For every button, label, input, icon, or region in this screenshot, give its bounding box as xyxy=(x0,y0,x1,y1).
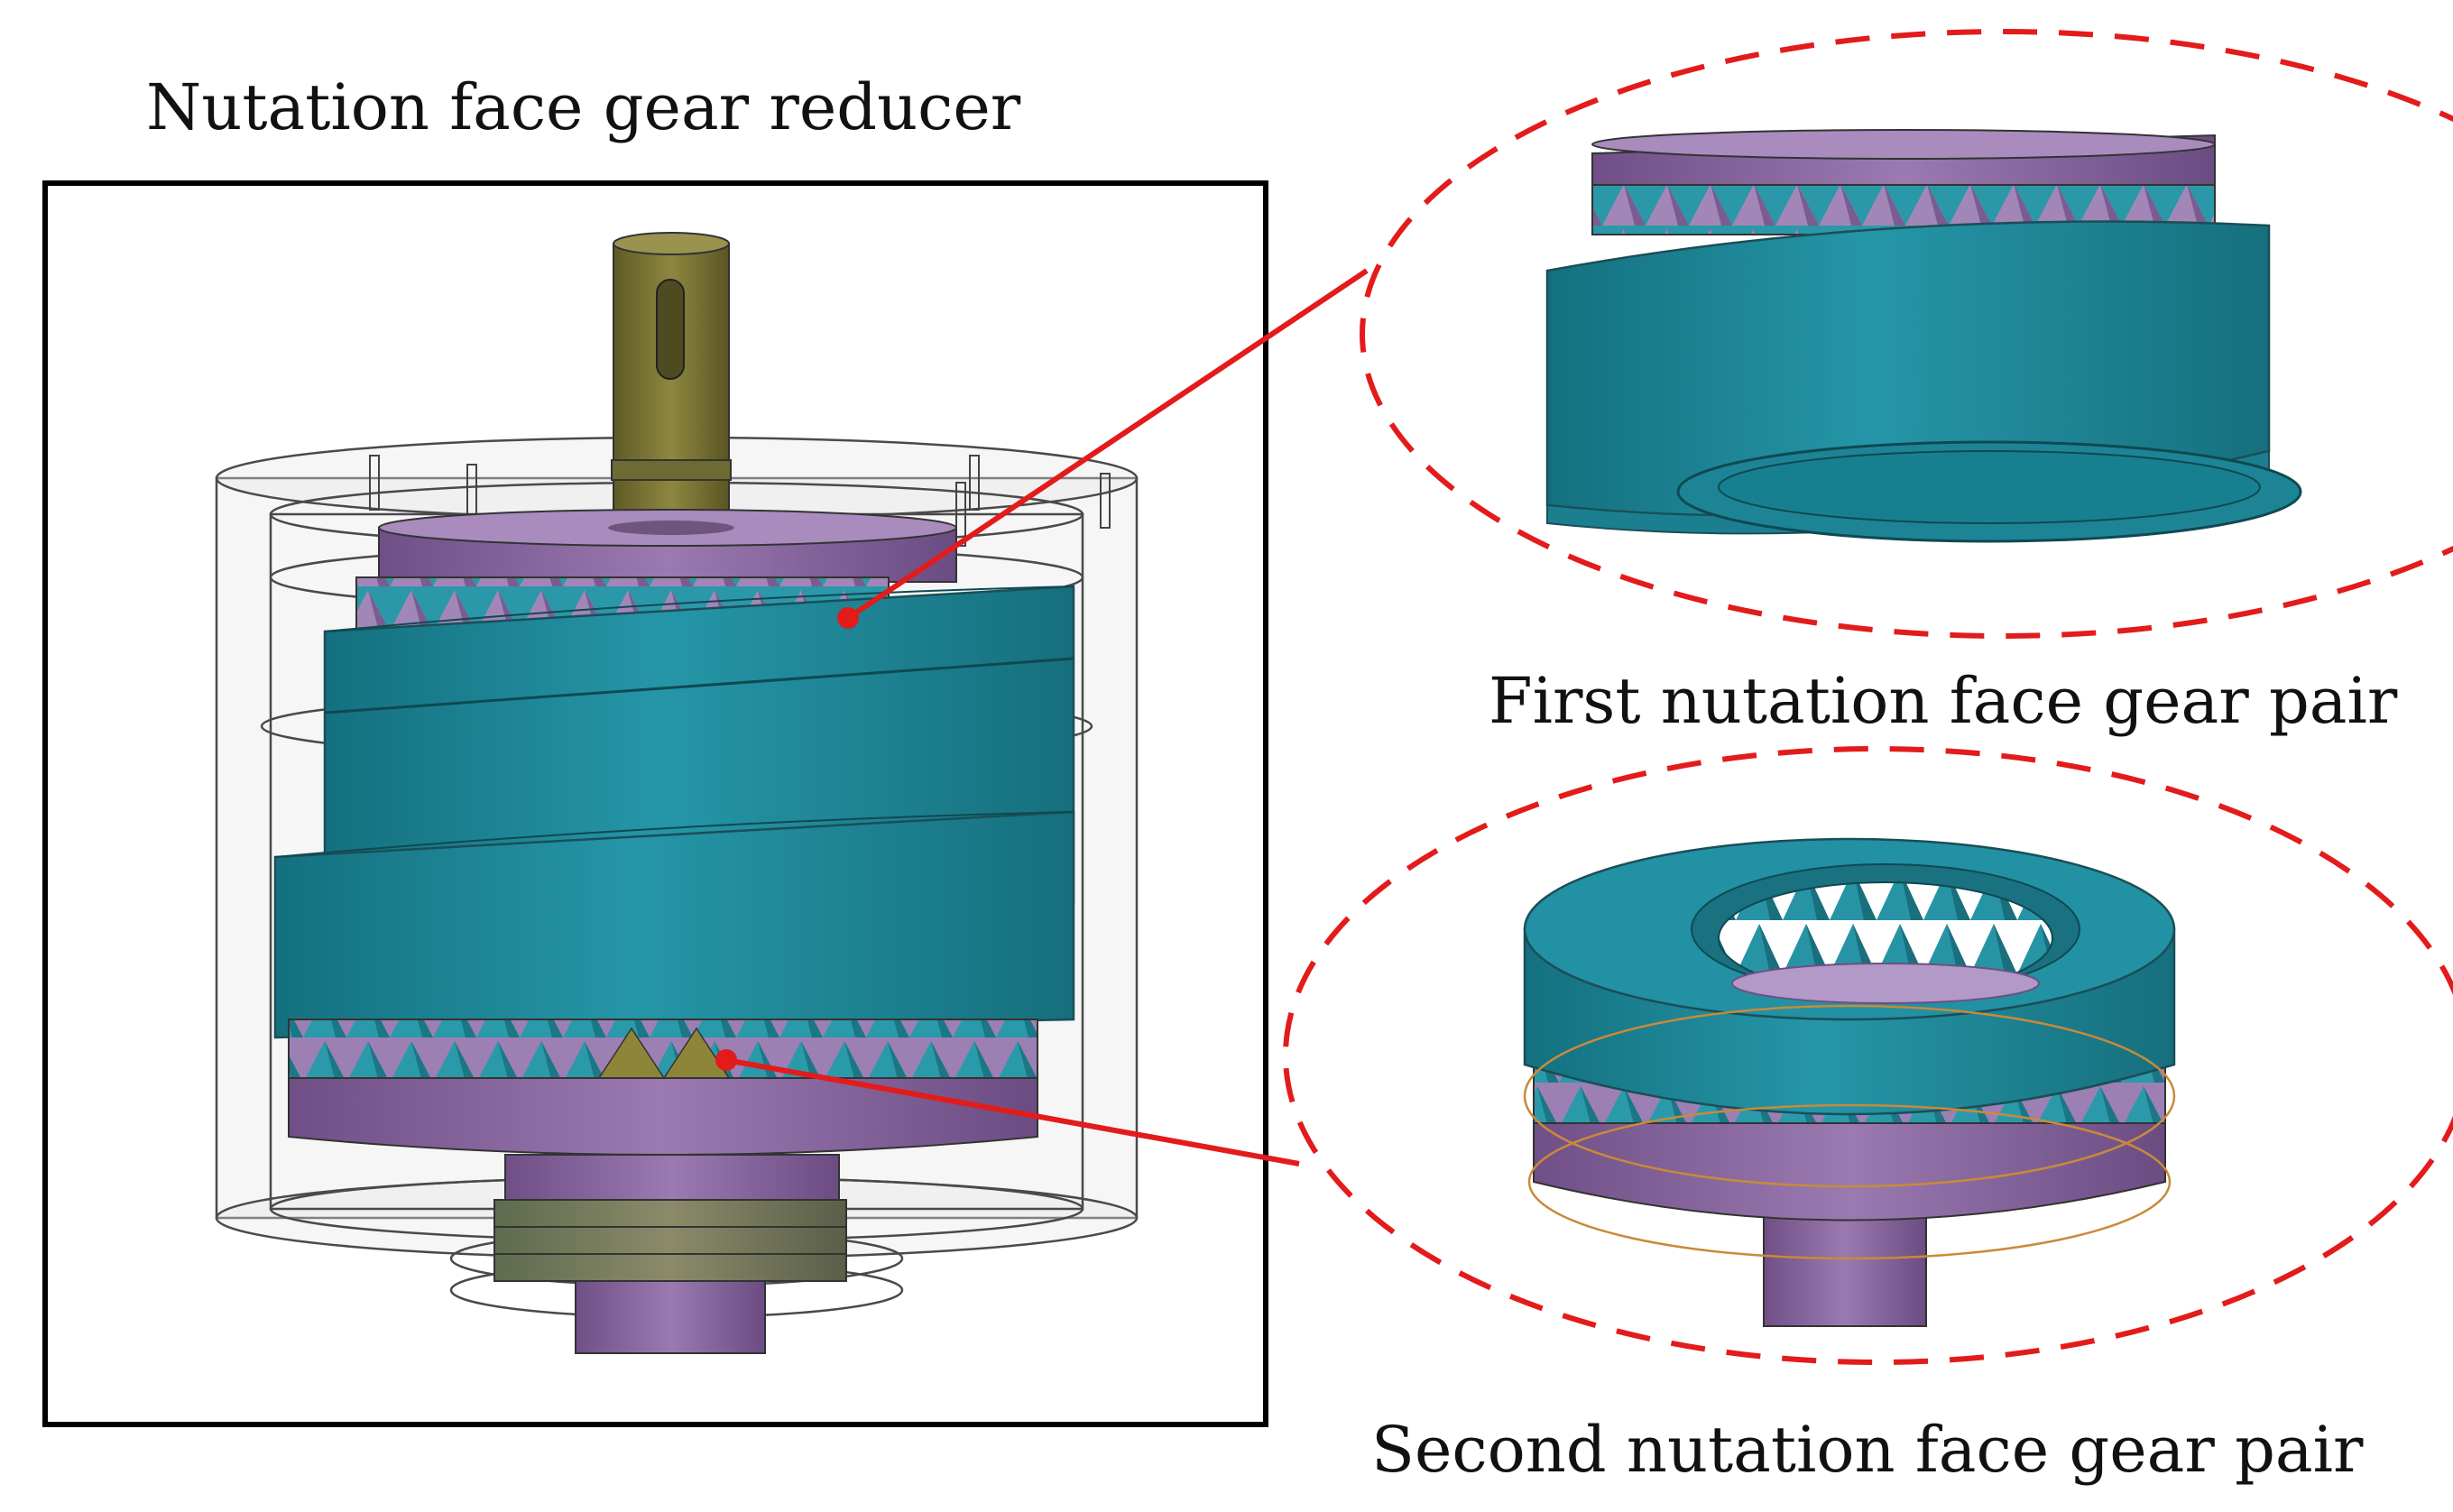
reducer-assembly xyxy=(215,232,1139,1354)
lower-purple-gear xyxy=(288,1077,1038,1201)
second-pair-caption: Second nutation face gear pair xyxy=(1371,1413,2364,1487)
first-pair-callout xyxy=(1360,29,2453,639)
teal-nutation-gear xyxy=(273,585,1075,1039)
second-pair-leader-dot xyxy=(715,1049,737,1071)
second-pair-leader xyxy=(725,1057,1300,1166)
reducer-frame xyxy=(42,180,1268,1427)
output-bearing xyxy=(493,1199,847,1354)
input-shaft xyxy=(611,232,732,533)
top-purple-flange xyxy=(378,509,957,583)
second-pair-model xyxy=(1523,837,2176,1327)
leader-lines xyxy=(715,268,1369,1166)
second-mesh-teeth xyxy=(288,1019,1038,1079)
reducer-title: Nutation face gear reducer xyxy=(146,70,1021,144)
first-pair-model xyxy=(1545,129,2302,543)
first-pair-caption: First nutation face gear pair xyxy=(1489,664,2398,738)
first-pair-leader xyxy=(846,268,1369,621)
first-pair-leader-dot xyxy=(837,607,859,629)
